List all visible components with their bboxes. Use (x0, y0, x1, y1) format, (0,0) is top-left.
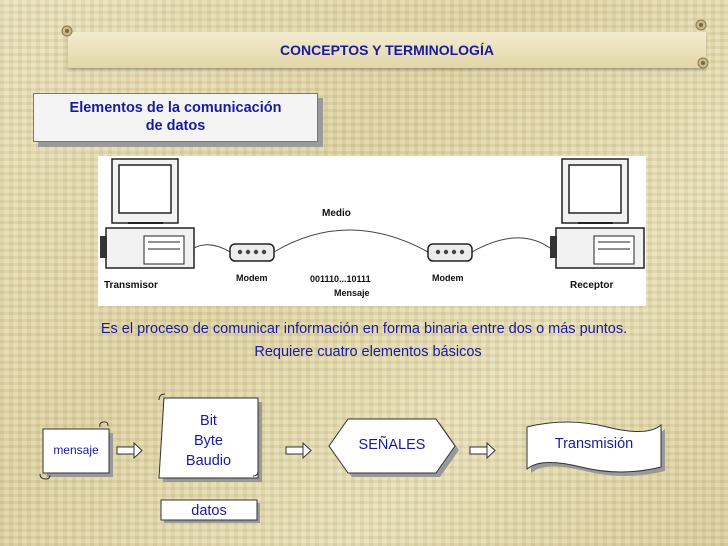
data-units-list: Bit Byte Baudio (159, 411, 258, 471)
signals-node-label: SEÑALES (358, 437, 426, 453)
transmission-node-label: Transmisión (554, 436, 634, 452)
network-diagram: Medio Modem Modem 001110...10111 Mensaje… (98, 156, 646, 306)
modem-right-icon (427, 243, 473, 262)
signals-hexagon-shape (328, 418, 459, 477)
modem-left-label: Modem (236, 273, 268, 283)
transmitter-computer-icon (100, 158, 195, 269)
transmission-wave-shape (526, 421, 665, 476)
transmitter-label: Transmisor (104, 280, 158, 291)
flow-arrow-icon (285, 441, 312, 460)
data-unit-byte: Byte (193, 433, 223, 449)
bits-label: 001110...10111 (310, 274, 371, 284)
description-line1: Es el proceso de comunicar información e… (100, 321, 628, 337)
description-line2: Requiere cuatro elementos básicos (254, 344, 482, 360)
flow-arrow-icon (116, 441, 143, 460)
message-node-label: mensaje (53, 443, 99, 457)
medium-label: Medio (322, 208, 351, 219)
data-caption-label: datos (191, 503, 227, 519)
data-caption-box (160, 499, 258, 521)
receiver-computer-icon (550, 158, 645, 269)
pin-icon (61, 25, 73, 37)
data-unit-baudio: Baudio (185, 453, 232, 469)
data-units-shape (158, 393, 262, 482)
page-title: CONCEPTOS Y TERMINOLOGÍA (280, 42, 494, 58)
flow-arrow-icon (469, 441, 496, 460)
receiver-label: Receptor (570, 280, 614, 291)
section-heading-line1: Elementos de la comunicación (69, 100, 282, 116)
message-label: Mensaje (334, 288, 370, 298)
message-scroll-shape (39, 421, 113, 480)
modem-right-label: Modem (432, 273, 464, 283)
pin-icon (697, 57, 709, 69)
modem-left-icon (229, 243, 275, 262)
data-unit-bit: Bit (200, 413, 217, 429)
section-heading-line2: de datos (145, 118, 206, 134)
pin-icon (695, 19, 707, 31)
title-banner: CONCEPTOS Y TERMINOLOGÍA (68, 32, 706, 68)
section-heading: Elementos de la comunicación de datos (33, 93, 318, 142)
